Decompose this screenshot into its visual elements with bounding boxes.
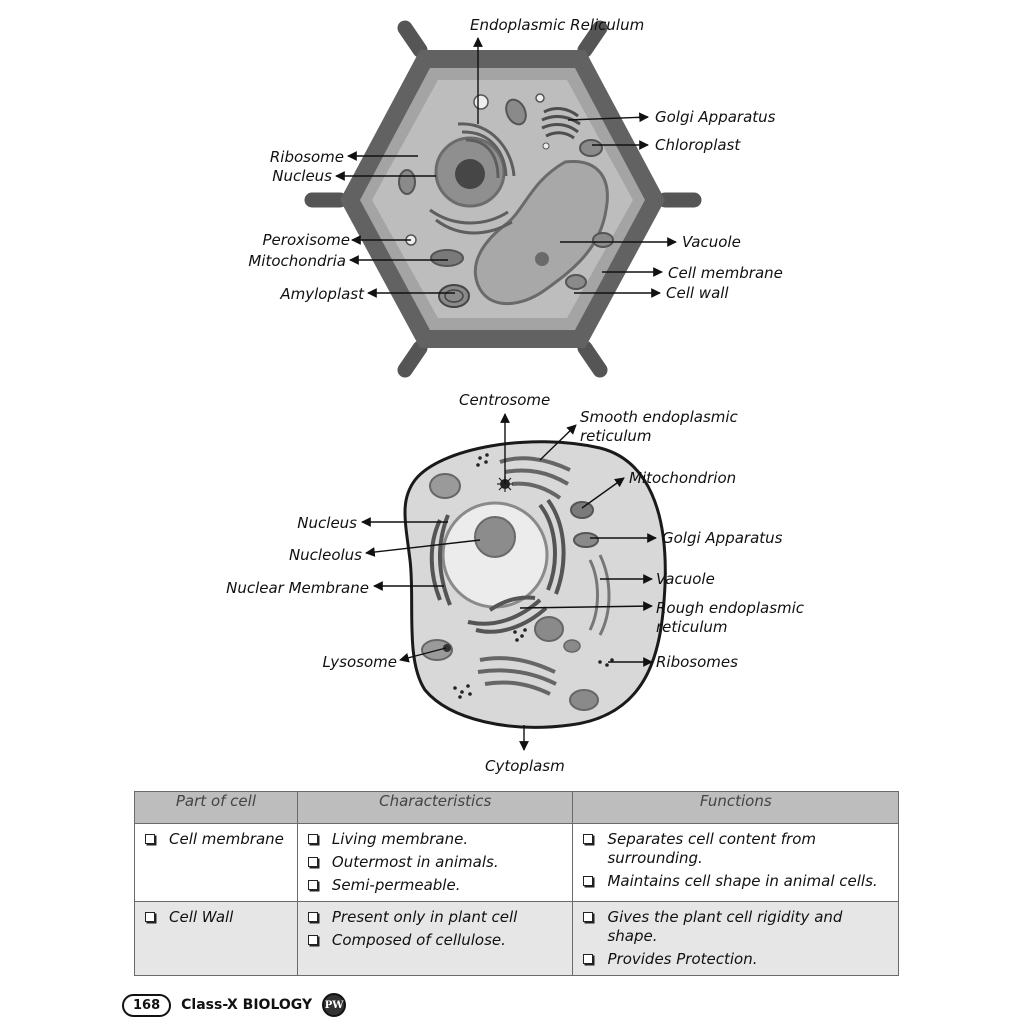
label-plant-ribosome: Ribosome [270, 148, 344, 166]
animal-nucleolus [474, 516, 516, 558]
header-functions: Functions [572, 791, 899, 824]
animal-label-arrows [361, 413, 657, 751]
table-row: Cell membrane Living membrane. Outermost… [134, 823, 899, 902]
footer-title: Class-X BIOLOGY [181, 997, 313, 1013]
label-animal-nucleolus: Nucleolus [289, 546, 362, 564]
label-animal-centrosome: Centrosome [459, 391, 550, 409]
list-item: Cell membrane [143, 830, 291, 849]
cell-functions: Separates cell content from surrounding.… [572, 823, 899, 902]
label-animal-cytoplasm: Cytoplasm [485, 757, 565, 775]
label-animal-ribosomes: Ribosomes [656, 653, 738, 671]
label-plant-nucleus: Nucleus [272, 167, 332, 185]
pw-logo-icon: PW [322, 993, 347, 1017]
label-plant-er: Endoplasmic Reliculum [470, 16, 644, 34]
cell-characteristics: Living membrane. Outermost in animals. S… [296, 823, 574, 902]
label-animal-nucleus: Nucleus [297, 514, 357, 532]
label-animal-smooth-er-line1: Smooth endoplasmic [580, 408, 739, 426]
list-item: Living membrane. [306, 830, 567, 849]
list-item: Gives the plant cell rigidity and shape. [581, 908, 892, 946]
label-animal-rough-er-line2: reticulum [656, 618, 727, 636]
list-item: Maintains cell shape in animal cells. [581, 872, 892, 891]
list-item: Composed of cellulose. [306, 931, 567, 950]
animal-labels: Centrosome Smooth endoplasmic reticulum … [226, 391, 805, 775]
animal-cell-diagram [403, 440, 667, 729]
cell-parts-table: Part of cell Characteristics Functions C… [134, 791, 899, 976]
list-item: Outermost in animals. [306, 853, 567, 872]
plant-labels: Endoplasmic Reliculum Golgi Apparatus Ch… [248, 16, 783, 303]
list-item: Present only in plant cell [306, 908, 567, 927]
label-animal-golgi: Golgi Apparatus [662, 529, 783, 547]
label-animal-smooth-er-line2: reticulum [580, 427, 651, 445]
plant-cell-diagram [304, 20, 702, 378]
label-animal-nuclear-membrane: Nuclear Membrane [226, 579, 369, 597]
label-plant-peroxisome: Peroxisome [263, 231, 351, 249]
label-plant-amyloplast: Amyloplast [279, 285, 365, 303]
plant-label-arrows [335, 37, 677, 298]
list-item: Provides Protection. [581, 950, 892, 969]
label-animal-lysosome: Lysosome [322, 653, 397, 671]
cell-diagrams: Endoplasmic Reliculum Golgi Apparatus Ch… [226, 16, 805, 775]
cell-functions: Gives the plant cell rigidity and shape.… [572, 901, 899, 976]
label-plant-mitochondria: Mitochondria [248, 252, 346, 270]
page-number: 168 [122, 993, 172, 1017]
cell-part: Cell membrane [134, 823, 298, 902]
label-plant-golgi: Golgi Apparatus [655, 108, 776, 126]
label-plant-chloroplast: Chloroplast [655, 136, 741, 154]
list-item: Semi-permeable. [306, 876, 567, 895]
page-footer: 168 Class-X BIOLOGY PW [122, 988, 347, 1022]
label-plant-cell-membrane: Cell membrane [668, 264, 783, 282]
list-item: Separates cell content from surrounding. [581, 830, 892, 868]
label-plant-vacuole: Vacuole [682, 233, 741, 251]
label-plant-cell-wall: Cell wall [666, 284, 729, 302]
label-animal-mitochondrion: Mitochondrion [629, 469, 736, 487]
cell-characteristics: Present only in plant cell Composed of c… [296, 901, 574, 976]
table-row: Cell Wall Present only in plant cell Com… [134, 901, 899, 976]
label-animal-rough-er-line1: Rough endoplasmic [656, 599, 805, 617]
table-header-row: Part of cell Characteristics Functions [134, 791, 899, 824]
header-characteristics: Characteristics [296, 791, 574, 824]
plant-vacuole [473, 160, 609, 306]
label-animal-vacuole: Vacuole [656, 570, 715, 588]
list-item: Cell Wall [143, 908, 291, 927]
header-part-of-cell: Part of cell [134, 791, 298, 824]
cell-part: Cell Wall [134, 901, 298, 976]
